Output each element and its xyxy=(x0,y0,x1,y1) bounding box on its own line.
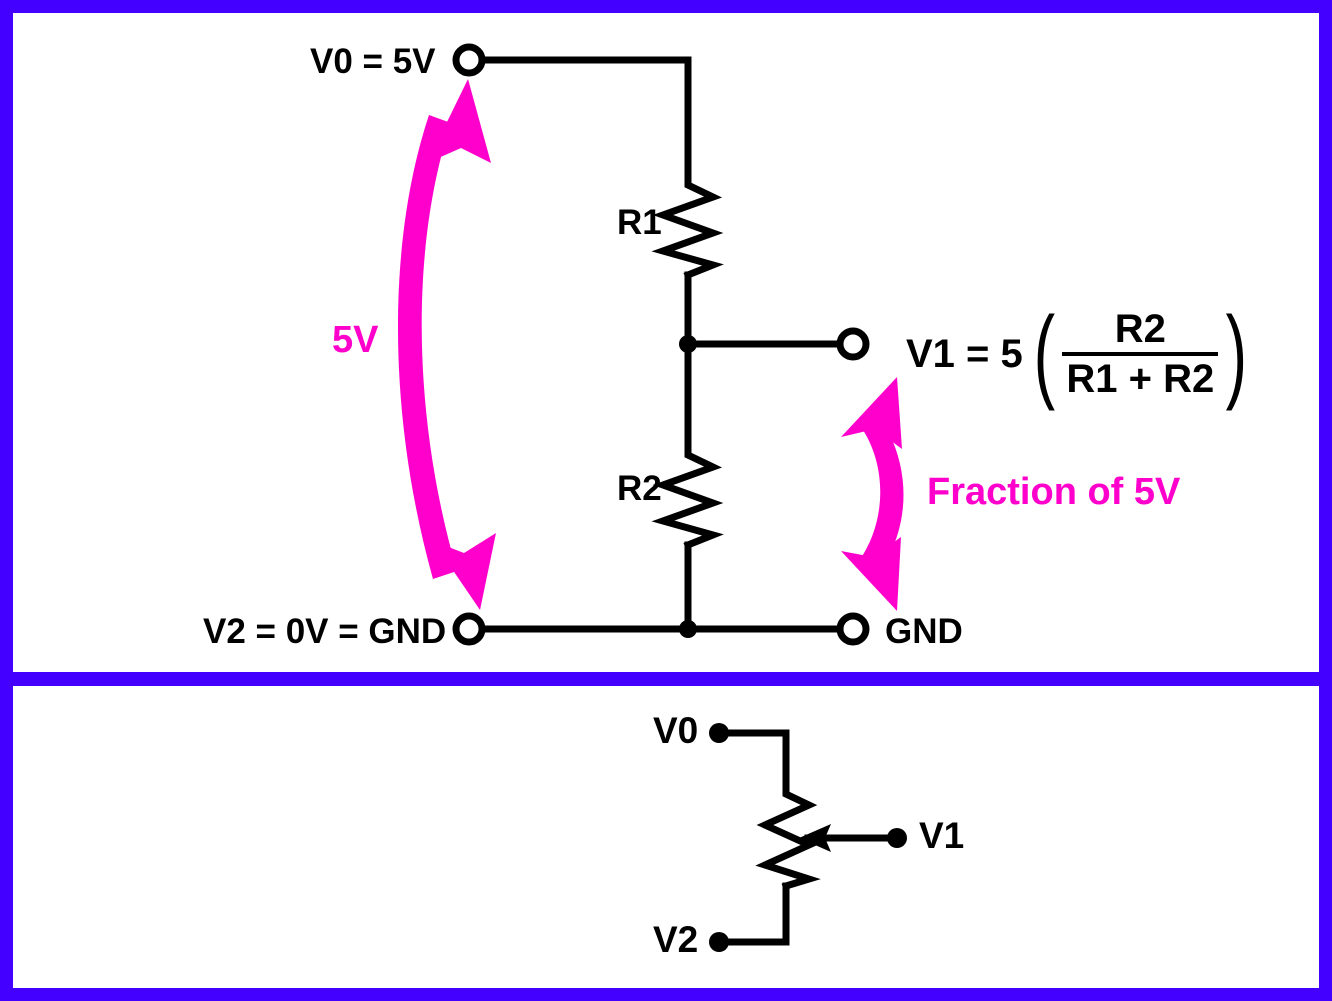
voltage-divider-svg xyxy=(397,43,904,646)
potentiometer-schematic xyxy=(709,723,907,952)
pot-terminal-v1 xyxy=(887,828,907,848)
formula-fraction: R2 R1 + R2 xyxy=(1062,307,1219,401)
label-v0: V0 = 5V xyxy=(310,42,436,81)
resistor-r1-symbol xyxy=(651,169,724,280)
terminal-v1 xyxy=(836,327,870,361)
formula-denominator: R1 + R2 xyxy=(1066,357,1215,401)
pot-label-v0: V0 xyxy=(653,710,699,751)
circuit-wires xyxy=(469,56,850,633)
formula-open-paren: ( xyxy=(1033,295,1055,412)
potentiometer-panel: V0 V1 V2 xyxy=(13,686,1319,988)
formula-lead: V1 = 5 xyxy=(906,332,1023,376)
label-r2: R2 xyxy=(617,469,662,508)
annotation-arrow-5v xyxy=(397,79,496,610)
junction-dot-gnd xyxy=(679,620,697,638)
formula-close-paren: ) xyxy=(1225,295,1248,412)
formula-fraction-bar xyxy=(1062,352,1219,356)
pot-terminal-v0 xyxy=(709,723,729,743)
label-span-5v: 5V xyxy=(332,319,379,361)
annotation-arrow-fraction xyxy=(841,377,904,611)
pot-label-v2: V2 xyxy=(653,919,699,960)
formula-v1: V1 = 5 ( R2 R1 + R2 ) xyxy=(906,295,1254,412)
label-fraction-note: Fraction of 5V xyxy=(927,471,1181,513)
pot-terminal-v2 xyxy=(709,932,729,952)
voltage-divider-panel: V0 = 5V R1 R2 V2 = 0V = GND GND 5V Fract… xyxy=(13,13,1319,672)
resistor-r2-symbol xyxy=(651,441,724,550)
terminal-v2 xyxy=(452,612,486,646)
formula-numerator: R2 xyxy=(1114,307,1166,351)
label-r1: R1 xyxy=(617,203,662,242)
wiper-arrow-left-icon xyxy=(799,824,831,852)
pot-label-v1: V1 xyxy=(919,815,965,856)
junction-dot-v1 xyxy=(679,335,697,353)
label-v2: V2 = 0V = GND xyxy=(203,612,447,651)
terminal-v0 xyxy=(452,43,486,77)
label-gnd: GND xyxy=(885,612,963,651)
terminal-gnd xyxy=(836,612,870,646)
pot-resistor-symbol xyxy=(755,784,821,891)
